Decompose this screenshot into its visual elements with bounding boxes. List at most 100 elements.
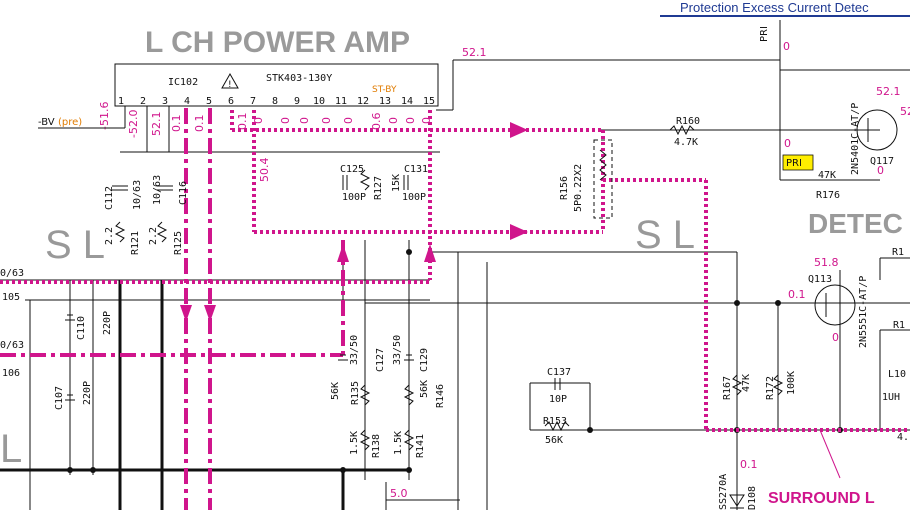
signal-arrows [180,122,528,322]
pin-1: 1 [118,96,124,107]
component-symbols [65,109,898,509]
c137-ref: C137 [547,367,571,378]
svg-text:!: ! [228,80,232,90]
detect-title: DETEC [808,208,903,239]
pin-7: 7 [250,96,256,107]
c107-ref: C107 [54,386,65,410]
c110-ref: C110 [76,316,87,340]
c129-value: 33/50 [392,335,403,365]
l10-value: 1UH [882,392,900,403]
v-0-q113: 0 [832,331,839,344]
pin-voltage-13: 0 [387,117,400,124]
r160-ref: R160 [676,116,700,127]
v-0-1-d108: 0.1 [740,458,758,471]
d108-ref: D108 [747,486,758,510]
r167-value: 47K [741,374,752,392]
v-0-q117: 0 [877,164,884,177]
pri-box [782,154,814,171]
pin-voltage-12: 0.6 [370,113,383,131]
r160-value: 4.7K [674,137,698,148]
v-50-4: 50.4 [258,158,271,183]
r1b-partial: R1 [893,320,905,331]
r153-ref: R153 [543,416,567,427]
pin-14: 14 [401,96,413,107]
pin-voltages: -51.6 -52.0 52.1 0.1 0.1 0.1 0 0 0 0 0 0… [98,102,433,138]
r146-ref: R146 [435,384,446,408]
pri-box-label: PRI [786,158,802,169]
ic-ref: IC102 [168,77,198,88]
pre-label: (pre) [58,117,82,128]
r4-partial: 4. [897,432,909,443]
l-letter: L [0,427,22,471]
c125-ref: C125 [340,164,364,175]
pin-12: 12 [357,96,369,107]
v-5-0: 5.0 [390,487,408,500]
c127-ref: C127 [375,348,386,372]
l10-ref: L10 [888,369,906,380]
main-title: L CH POWER AMP [145,26,410,59]
c112-ref: C112 [104,186,115,210]
signal-paths [0,108,910,510]
r135-ref: R135 [350,381,361,405]
pin-15: 15 [423,96,435,107]
stby-label: ST-BY [372,85,397,95]
c125-value: 100P [342,192,366,203]
wiring [0,20,910,510]
c116-ref: C116 [178,181,189,205]
pin-voltage-5: 0.1 [193,115,206,133]
r141-ref: R141 [415,434,426,458]
c116-value: 10/63 [152,175,163,205]
c137-value: 10P [549,394,567,405]
r146-value: 56K [419,380,430,398]
r121-ref: R121 [130,231,141,255]
r141-value: 1.5K [393,431,404,455]
c105-value: 0/63 [0,268,24,279]
component-labels: C112 10/63 C116 10/63 2.2 R121 2.2 R125 … [0,103,909,510]
pin-voltage-2: -52.0 [127,110,140,138]
c105-ref: 105 [2,292,20,303]
r156-ref: R156 [559,176,570,200]
r127-value: 15K [391,174,402,192]
r156-value: 5P0.22X2 [573,164,584,212]
r121-value: 2.2 [104,227,115,245]
r153-value: 56K [545,435,563,446]
pin-3: 3 [162,96,168,107]
pin-8: 8 [272,96,278,107]
r125-value: 2.2 [148,227,159,245]
q117-ref: Q117 [870,156,894,167]
pin-5: 5 [206,96,212,107]
pin-voltage-15: 0 [420,117,433,124]
pin-6: 6 [228,96,234,107]
pin-voltage-6: 0.1 [236,113,249,131]
warning-triangle-icon: ! [221,72,239,90]
v-52-partial: 52 [900,105,910,118]
v-51-8: 51.8 [814,256,839,269]
pin-voltage-3: 52.1 [150,112,163,137]
v-52-1-top: 52.1 [462,46,487,59]
c112-value: 10/63 [132,180,143,210]
r167-ref: R167 [722,376,733,400]
r1-partial: R1 [892,247,904,258]
c127-value: 33/50 [349,335,360,365]
q117-part: 2N5401C-AT/P [850,103,861,175]
pri-label: PRI [759,26,770,42]
r138-value: 1.5K [349,431,360,455]
r125-ref: R125 [173,231,184,255]
c106-ref: 106 [2,368,20,379]
r172-value: 100K [786,371,797,395]
sl-left: S L [45,223,105,267]
pin-11: 11 [335,96,347,107]
pin-9: 9 [294,96,300,107]
v-52-1-q117: 52.1 [876,85,901,98]
v-0-pri: 0 [783,40,790,53]
v-0-a: 0 [784,137,791,150]
ic-part: STK403-130Y [266,73,332,84]
ic-pin-numbers: 1 2 3 4 5 6 7 8 9 10 11 12 13 14 15 [118,96,435,107]
pin-voltage-4: 0.1 [170,115,183,133]
r176-value: 47K [818,170,836,181]
v-0-1-q113: 0.1 [788,288,806,301]
q113-ref: Q113 [808,274,832,285]
r172-ref: R172 [765,376,776,400]
d108-part: SS270A [718,474,729,510]
